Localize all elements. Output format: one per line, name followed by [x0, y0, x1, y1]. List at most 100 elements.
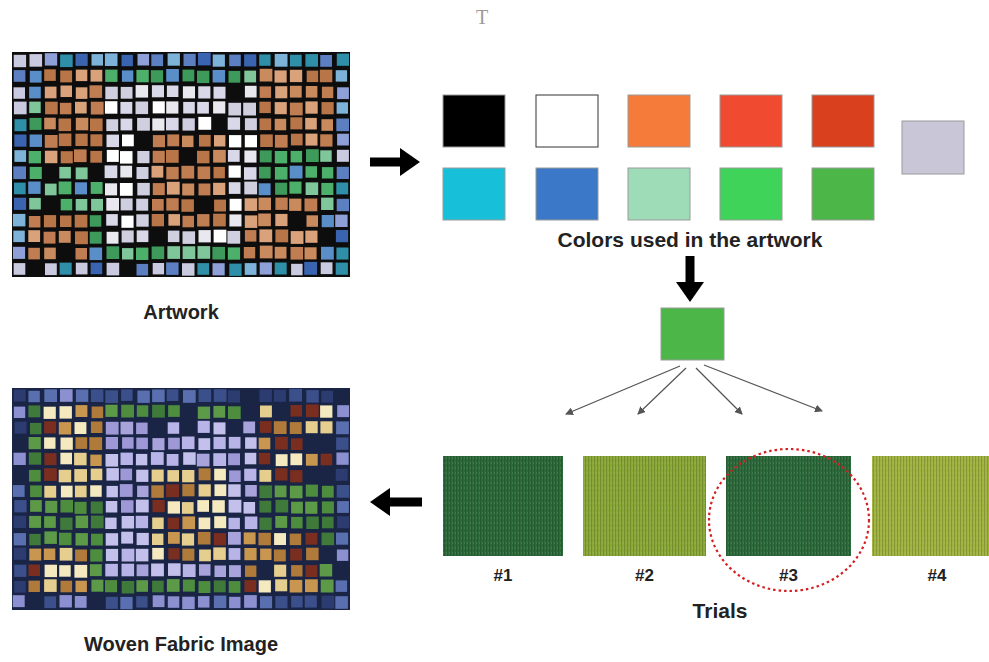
mosaic-tile — [244, 469, 256, 481]
mosaic-tile — [168, 405, 180, 417]
mosaic-tile — [199, 468, 211, 480]
mosaic-tile — [136, 85, 149, 98]
mosaic-tile — [275, 263, 287, 275]
mosaic-tile — [30, 167, 42, 179]
mosaic-tile — [166, 167, 178, 179]
mosaic-tile — [291, 151, 303, 163]
mosaic-tile — [229, 214, 241, 226]
mosaic-tile — [244, 71, 256, 83]
mosaic-tile — [29, 151, 41, 163]
mosaic-tile — [276, 454, 288, 466]
mosaic-tile — [92, 54, 104, 66]
mosaic-tile — [183, 86, 195, 98]
mosaic-tile — [275, 214, 287, 226]
mosaic-tile — [59, 167, 71, 179]
mosaic-tile — [337, 150, 349, 162]
mosaic-tile — [291, 134, 303, 146]
mosaic-tile — [76, 437, 88, 449]
mosaic-tile — [59, 565, 70, 577]
mosaic-tile — [229, 500, 242, 513]
mosaic-tile — [183, 246, 196, 259]
mosaic-tile — [60, 500, 73, 513]
mosaic-tile — [137, 391, 149, 403]
mosaic-tile — [183, 580, 195, 592]
mosaic-tile — [322, 87, 333, 98]
mosaic-tile — [181, 166, 194, 179]
mosaic-tile — [244, 532, 256, 544]
mosaic-tile — [275, 516, 287, 528]
mosaic-tile — [151, 54, 163, 66]
mosaic-tile — [30, 485, 42, 497]
mosaic-tile — [260, 134, 273, 147]
mosaic-tile — [336, 533, 348, 545]
image-panel: Artwork — [12, 52, 350, 344]
mosaic-tile — [61, 199, 72, 211]
mosaic-tile — [89, 437, 102, 450]
mosaic-tile — [168, 501, 180, 513]
mosaic-tile — [28, 230, 40, 242]
mosaic-tile — [198, 438, 210, 450]
mosaic-tile — [289, 182, 301, 194]
mosaic-tile — [260, 69, 273, 82]
mosaic-tile — [214, 87, 226, 99]
mosaic-tile — [214, 469, 226, 481]
mosaic-tile — [290, 534, 302, 546]
mosaic-tile — [29, 534, 40, 545]
mosaic-tile — [15, 422, 27, 434]
mosaic-tile — [182, 533, 194, 545]
mosaic-tile — [28, 391, 39, 402]
mosaic-tile — [213, 214, 226, 227]
color-swatch — [536, 168, 598, 220]
mosaic-tile — [197, 151, 210, 164]
mosaic-tile — [306, 517, 319, 530]
mosaic-tile — [91, 199, 103, 211]
mosaic-tile — [274, 390, 286, 402]
mosaic-tile — [229, 518, 240, 529]
mosaic-tile — [183, 231, 196, 244]
mosaic-tile — [13, 247, 25, 259]
arrow-shaft — [388, 498, 422, 507]
mosaic-tile — [44, 579, 57, 592]
mosaic-tile — [75, 231, 88, 244]
caption: Colors used in the artwork — [435, 228, 945, 252]
mosaic-tile — [275, 54, 288, 67]
mosaic-tile — [137, 264, 149, 276]
mosaic-tile — [198, 86, 210, 98]
mosaic-tile — [59, 533, 72, 546]
mosaic-tile — [105, 87, 118, 100]
mosaic-tile — [91, 390, 104, 403]
mosaic-tile — [28, 248, 40, 260]
mosaic-tile — [337, 102, 348, 113]
mosaic-tile — [229, 55, 241, 67]
mosaic-tile — [183, 390, 196, 403]
mosaic-tile — [290, 422, 302, 434]
mosaic-tile — [30, 54, 43, 67]
mosaic-tile — [337, 485, 350, 498]
mosaic-tile — [13, 166, 26, 179]
mosaic-tile — [245, 230, 257, 242]
mosaic-tile — [213, 263, 225, 275]
mosaic-tile — [91, 534, 103, 546]
mosaic-tile — [181, 199, 194, 212]
mosaic-tile — [244, 151, 256, 163]
mosaic-tile — [182, 549, 194, 561]
mosaic-tile — [182, 516, 195, 529]
mosaic-tile — [275, 167, 288, 180]
mosaic-tile — [136, 423, 148, 435]
mosaic-tile — [106, 533, 118, 545]
mosaic-tile — [60, 71, 72, 83]
mosaic-tile — [105, 518, 116, 529]
mosaic-tile — [121, 389, 133, 401]
mosaic-tile — [228, 117, 240, 129]
mosaic-tile — [44, 453, 56, 465]
color-swatch — [443, 168, 505, 220]
mosaic-tile — [291, 405, 303, 417]
mosaic-tile — [259, 229, 272, 242]
mosaic-tile — [167, 579, 180, 592]
mosaic-tile — [336, 453, 348, 465]
mosaic-tile — [121, 453, 133, 465]
mosaic-tile — [137, 564, 149, 576]
mosaic-tile — [337, 501, 349, 513]
mosaic-tile — [122, 516, 135, 529]
